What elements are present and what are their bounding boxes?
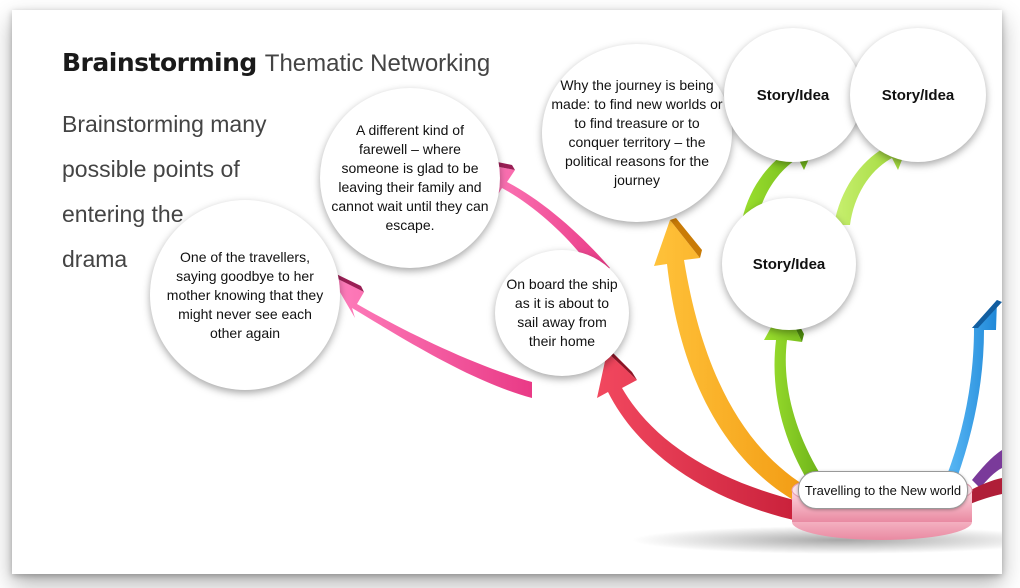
bubble-text: On board the ship as it is about to sail… (506, 276, 618, 349)
bubble-text: Story/Idea (756, 86, 830, 104)
center-node-label: Travelling to the New world (798, 471, 968, 509)
intro-line: Brainstorming many (62, 111, 267, 137)
arrow-orange-edge (670, 218, 702, 258)
arrow-blue (947, 300, 997, 478)
bubble-text: One of the travellers, saying goodbye to… (166, 248, 324, 341)
bubble-story-2: Story/Idea (850, 28, 986, 162)
bubble-traveller-goodbye: One of the travellers, saying goodbye to… (150, 200, 340, 390)
bubble-text: Story/Idea (881, 86, 955, 104)
arrow-blue-edge (972, 300, 1002, 328)
bubble-text: Story/Idea (752, 255, 826, 273)
title-bold: Brainstorming (62, 48, 257, 77)
arrow-pink-long-edge (330, 272, 364, 292)
arrow-red (597, 352, 802, 522)
arrow-pink-short (474, 162, 610, 274)
intro-text: Brainstorming many possible points of en… (62, 102, 302, 282)
bubble-on-board: On board the ship as it is about to sail… (495, 250, 629, 376)
intro-line: possible points of (62, 156, 240, 182)
bubble-text: A different kind of farewell – where som… (331, 122, 489, 233)
slide-title: Brainstorming Thematic Networking (62, 48, 490, 78)
bubble-farewell: A different kind of farewell – where som… (320, 88, 500, 268)
title-subtitle: Thematic Networking (264, 50, 491, 77)
intro-line: drama (62, 246, 128, 272)
arrow-purple (972, 450, 1002, 488)
intro-line: entering the (62, 201, 184, 227)
bubble-text: Why the journey is being made: to find n… (551, 77, 723, 188)
arrow-pink-long (330, 275, 532, 398)
arrow-red-edge (607, 350, 637, 380)
bubble-story-1: Story/Idea (724, 28, 862, 162)
bubble-journey-reasons: Why the journey is being made: to find n… (542, 44, 732, 222)
arrow-darkred-stub (967, 478, 1002, 504)
arrow-green (764, 304, 824, 488)
arrow-orange (654, 220, 812, 505)
slide: Brainstorming Thematic Networking Brainst… (12, 10, 1002, 574)
bubble-story-3: Story/Idea (722, 198, 856, 330)
